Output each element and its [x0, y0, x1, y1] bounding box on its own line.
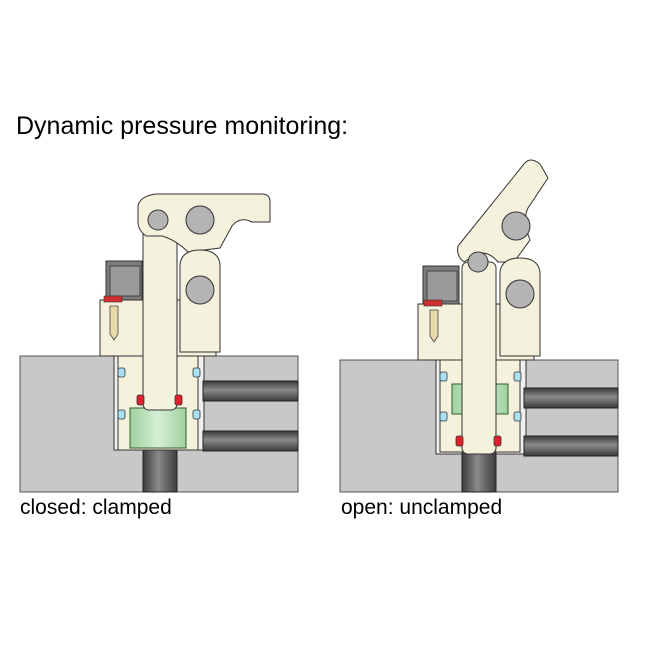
closed-clamp-diagram — [19, 193, 299, 493]
open-clamp-diagram — [339, 159, 619, 493]
closed-caption: closed: clamped — [20, 496, 172, 519]
open-caption: open: unclamped — [341, 496, 503, 519]
page-title: Dynamic pressure monitoring: — [16, 112, 349, 140]
